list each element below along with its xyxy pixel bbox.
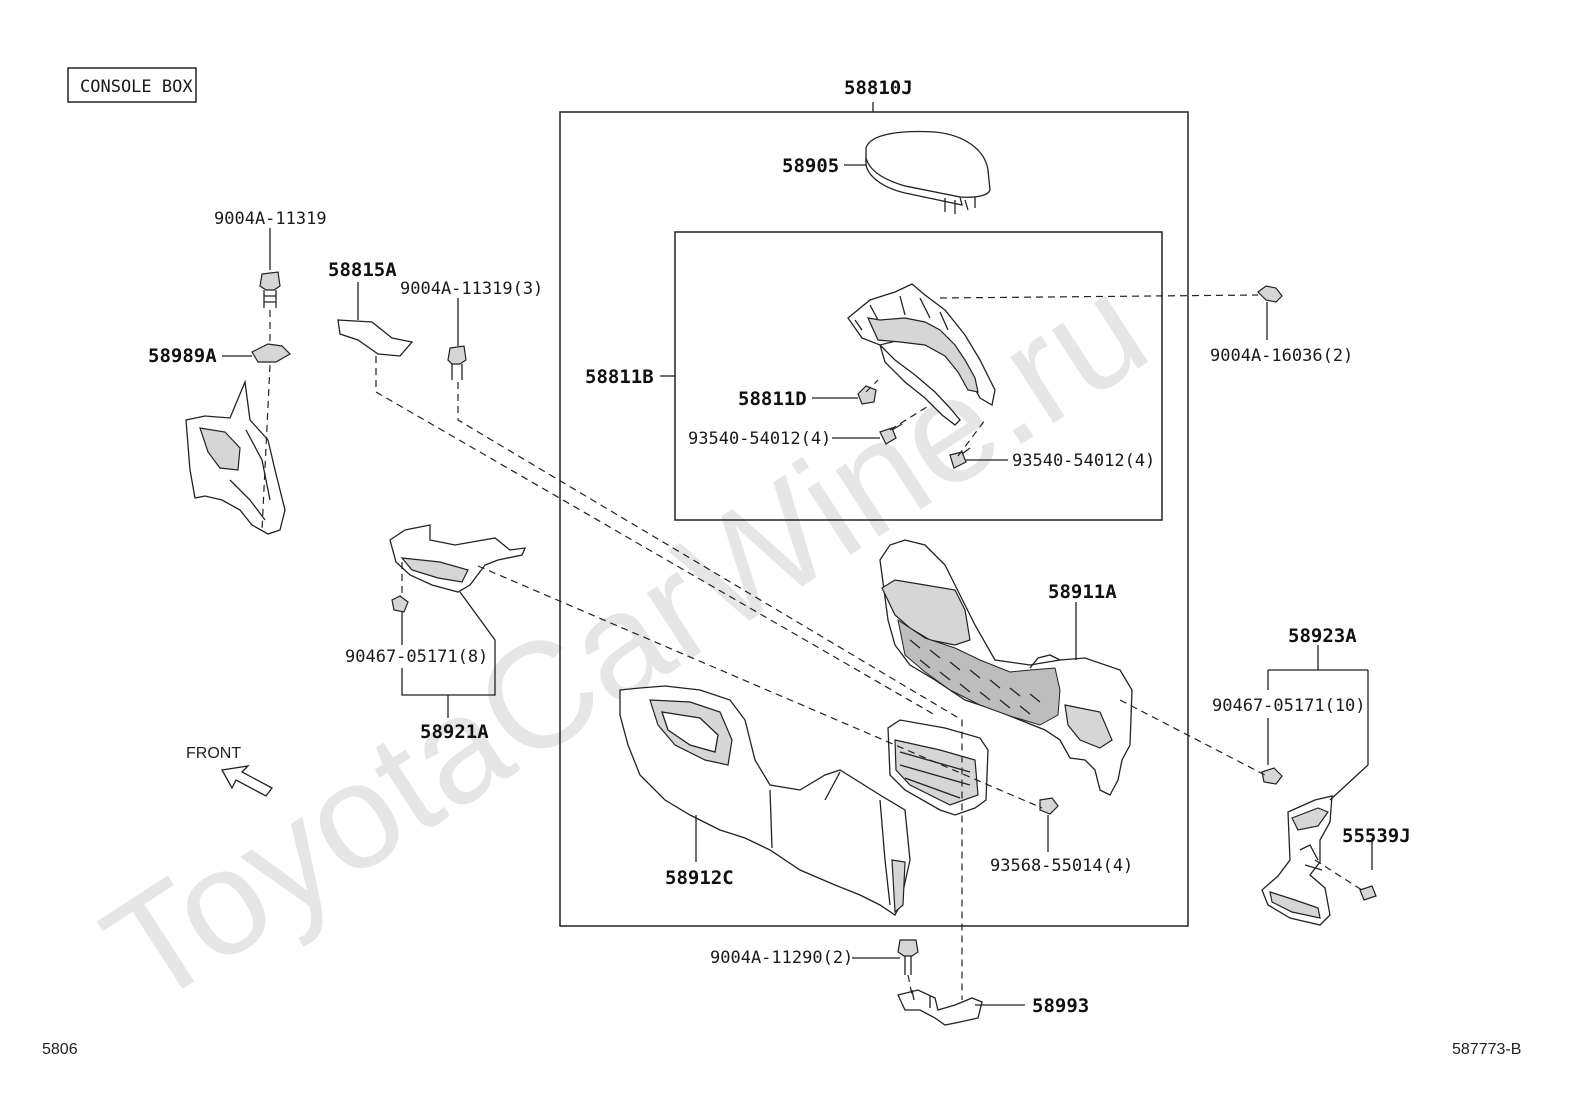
callout-9004A-11319: 9004A-11319 [214,209,327,229]
console-front-bracket-part [185,379,286,535]
callout-9004A-11290: 9004A-11290(2) [710,948,853,968]
callout-58815A: 58815A [328,259,397,281]
console-body-part [879,539,1133,796]
leader-lines [222,102,1373,1006]
armrest-lid-part [865,130,991,214]
clip-58811D-icon [857,385,877,405]
callout-58921A: 58921A [420,721,489,743]
front-direction-arrow-icon [220,765,273,797]
assembly-dashed-lines [261,294,1366,1000]
bolt-9004A-11290-icon [897,939,919,975]
callout-93540-54012-left: 93540-54012(4) [688,429,831,449]
screw-93568-icon [1039,797,1059,815]
section-header: CONSOLE BOX [67,67,197,103]
assembly-frame-58810J [559,111,1189,927]
bolt-9004A-11319-icon [259,271,281,308]
callout-58989A: 58989A [148,345,217,367]
clip-58989A-icon [251,343,291,363]
callout-58905: 58905 [782,155,839,177]
clip-90467-8-icon [391,595,409,613]
rear-cover-part [1261,795,1333,926]
clip-90467-10-icon [1261,767,1283,785]
console-storage-tray-part [887,719,989,816]
callout-58811D: 58811D [738,388,807,410]
footer-figure-code: 587773-B [1452,1041,1521,1058]
callout-93540-54012-right: 93540-54012(4) [1012,451,1155,471]
callout-58923A: 58923A [1288,625,1357,647]
front-direction-label: FRONT [186,745,241,762]
screw-93540-right-icon [949,447,971,469]
console-upper-bracket-part [847,283,996,426]
callout-90467-05171-8: 90467-05171(8) [345,647,488,667]
clip-9004A-16036-icon [1257,285,1283,303]
callout-58912C: 58912C [665,867,734,889]
bracket-58993-part [897,989,983,1026]
pad-55539J-icon [1359,885,1377,901]
bolt-9004A-11319-3-icon [447,345,467,380]
callout-55539J: 55539J [1342,825,1411,847]
footer-page-code: 5806 [42,1041,78,1058]
callout-90467-05171-10: 90467-05171(10) [1212,696,1366,716]
console-front-cover-part [389,524,527,593]
watermark-text: ToyotaCarWine.ru [76,242,1174,1037]
callout-58993: 58993 [1032,995,1089,1017]
screw-93540-left-icon [879,423,903,445]
callout-9004A-16036: 9004A-16036(2) [1210,346,1353,366]
callout-58810J: 58810J [844,77,913,99]
callout-58811B: 58811B [585,366,654,388]
callout-9004A-11319-3: 9004A-11319(3) [400,279,543,299]
tape-58815A-part [337,319,414,357]
section-header-label: CONSOLE BOX [80,77,193,97]
callout-58911A: 58911A [1048,581,1117,603]
callout-93568-55014: 93568-55014(4) [990,856,1133,876]
console-side-panel-part [619,685,911,916]
